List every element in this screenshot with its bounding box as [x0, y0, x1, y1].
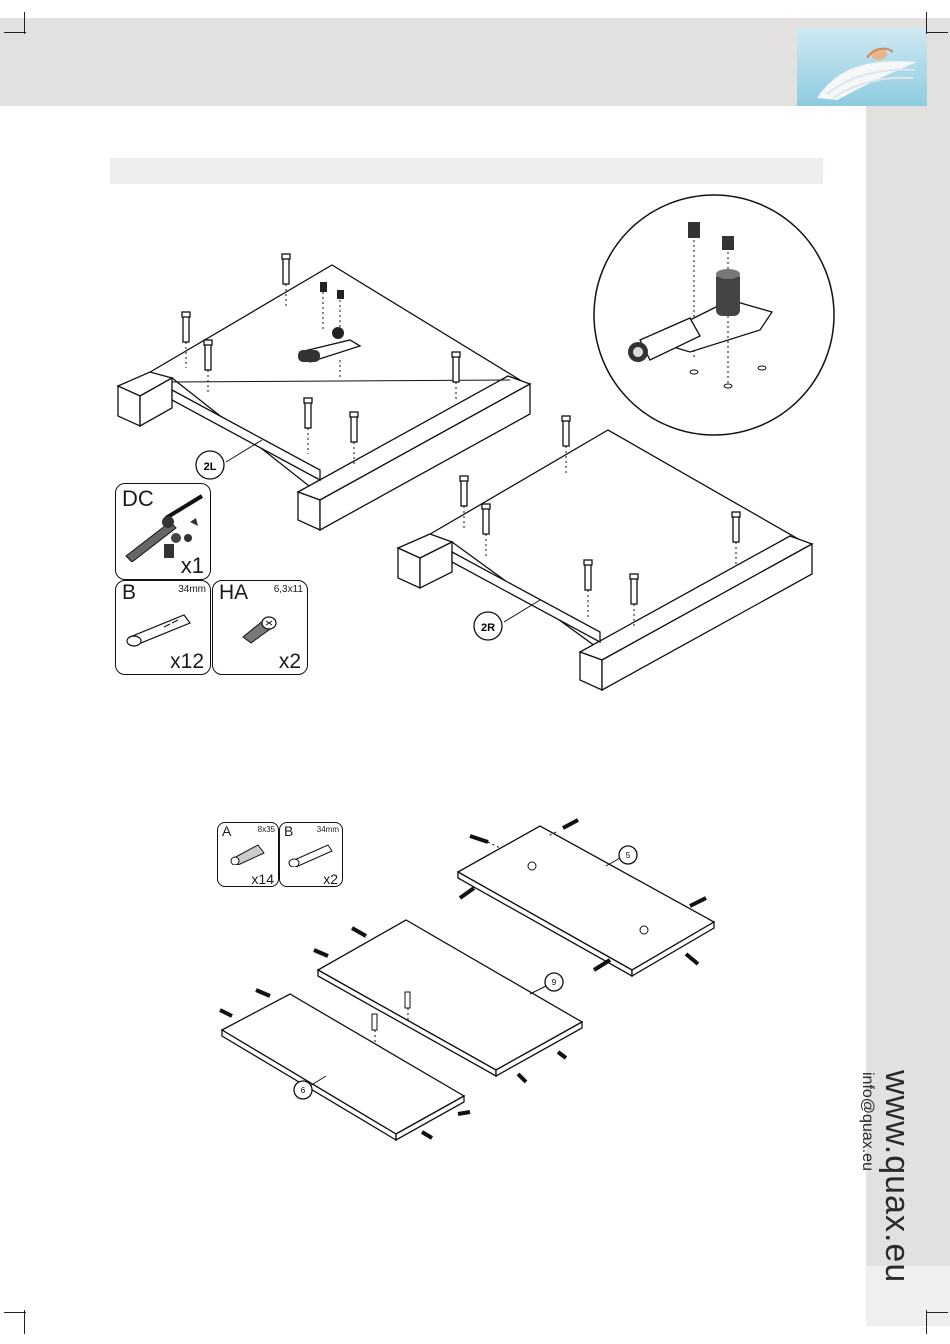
board-5-drawing	[458, 820, 714, 976]
callout-5: 5	[606, 846, 637, 866]
callout-6-label: 6	[301, 1086, 306, 1095]
callout-9-label: 9	[552, 978, 557, 987]
callout-5-label: 5	[626, 851, 631, 860]
callout-9: 9	[530, 973, 563, 994]
